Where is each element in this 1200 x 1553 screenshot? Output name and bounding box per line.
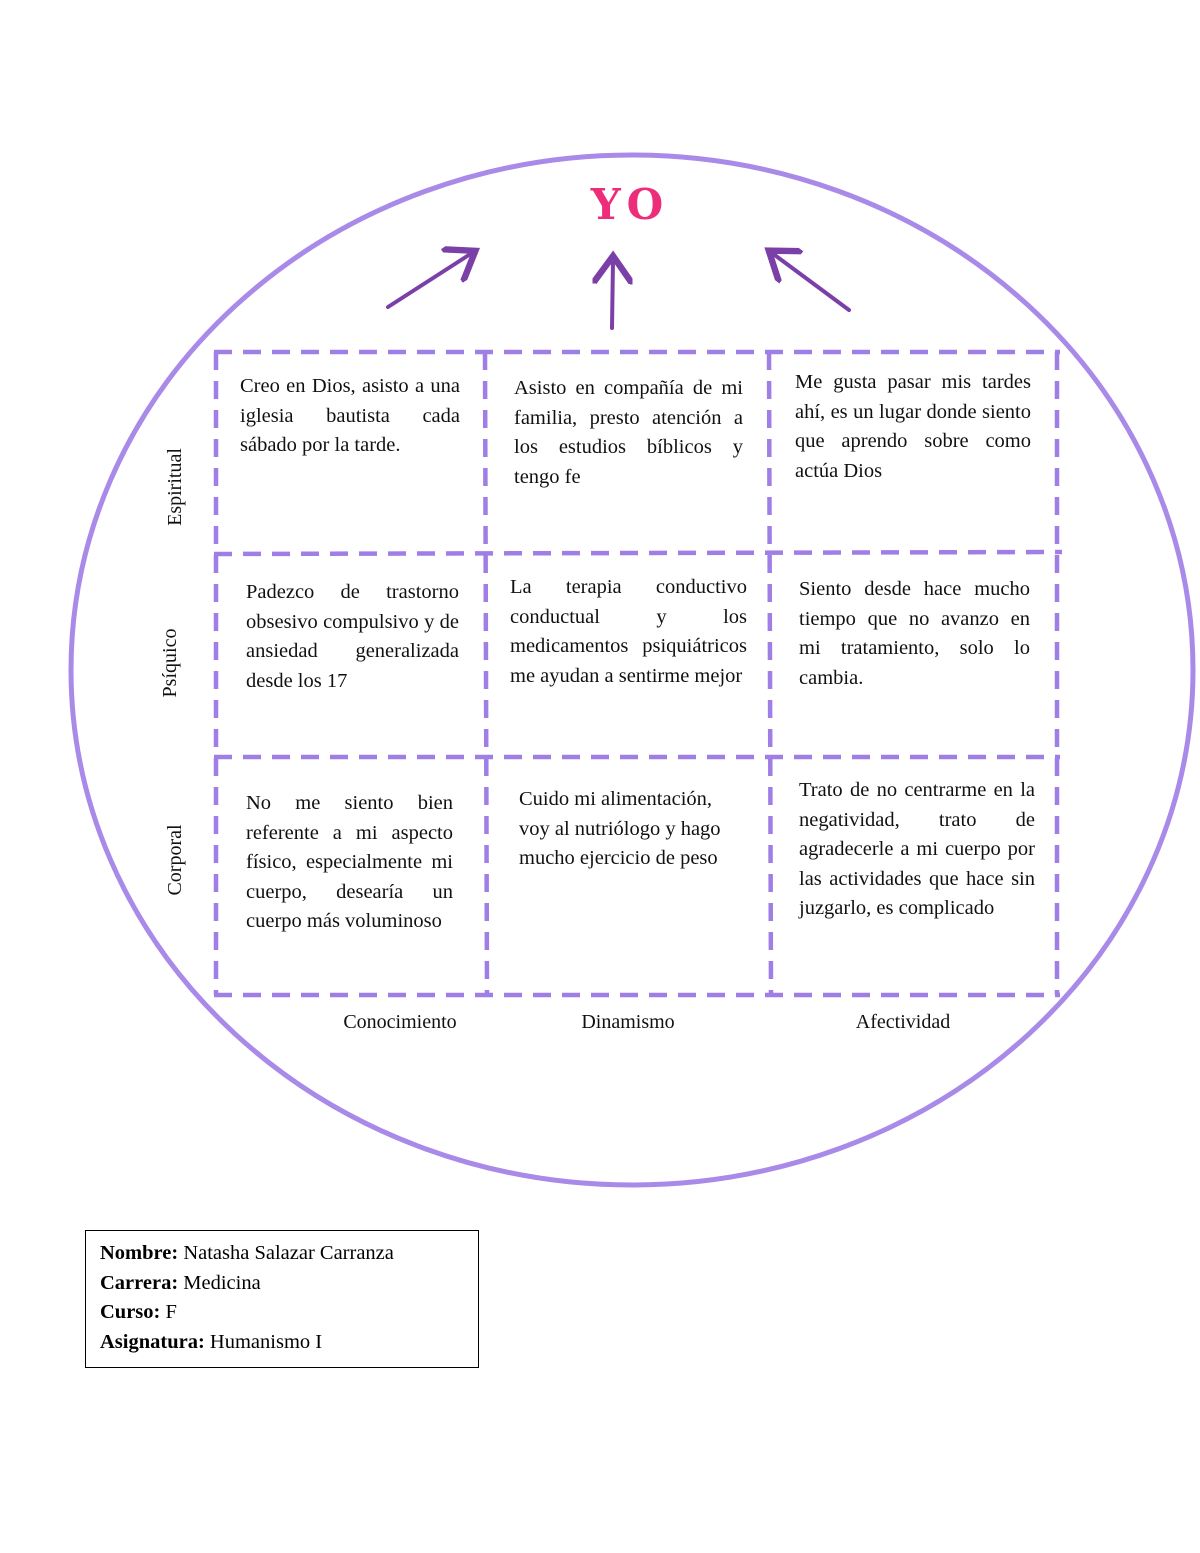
- info-curso-label: Curso:: [100, 1301, 161, 1323]
- col-label-afectividad: Afectividad: [855, 1011, 951, 1033]
- arrow-left: [386, 253, 472, 309]
- info-nombre-value: Natasha Salazar Carranza: [183, 1242, 394, 1264]
- cell-psiquico-afectividad: Siento desde hace mucho tiempo que no av…: [799, 578, 1030, 689]
- info-asignatura: Asignatura: Humanismo I: [100, 1328, 464, 1358]
- info-nombre-label: Nombre:: [100, 1242, 179, 1264]
- cell-psiquico-dinamismo: La terapia conductivo conductual y los m…: [510, 576, 747, 687]
- matrix-grid: [213, 349, 1063, 998]
- info-nombre: Nombre: Natasha Salazar Carranza: [100, 1239, 464, 1269]
- info-curso: Curso: F: [100, 1298, 464, 1328]
- cell-corporal-dinamismo: Cuido mi alimentación, voy al nutriólogo…: [519, 788, 721, 869]
- info-asignatura-label: Asignatura:: [100, 1330, 205, 1353]
- row-label-corporal: Corporal: [164, 824, 186, 896]
- arrow-center: [612, 260, 613, 330]
- diagram-title: YO: [590, 180, 670, 229]
- grid-line-col1: [482, 351, 490, 996]
- info-carrera-value: Medicina: [183, 1271, 261, 1294]
- info-carrera-label: Carrera:: [100, 1271, 179, 1294]
- arrow-right: [772, 253, 851, 312]
- cell-espiritual-dinamismo: Asisto en compañía de mi familia, presto…: [514, 377, 743, 488]
- grid-line-row1: [213, 549, 1063, 557]
- info-asignatura-value: Humanismo I: [209, 1330, 323, 1353]
- cell-corporal-afectividad: Trato de no centrarme en la negatividad,…: [799, 779, 1035, 919]
- col-label-dinamismo: Dinamismo: [581, 1011, 675, 1033]
- student-info-box: Nombre: Natasha Salazar Carranza Carrera…: [85, 1230, 479, 1368]
- cell-psiquico-conocimiento: Padezco de trastorno obsesivo compulsivo…: [246, 581, 459, 692]
- outer-circle: [68, 152, 1196, 1188]
- cell-espiritual-afectividad: Me gusta pasar mis tardes ahí, es un lug…: [795, 371, 1031, 482]
- cell-corporal-conocimiento: No me siento bien referente a mi aspecto…: [246, 792, 453, 932]
- grid-line-col2: [766, 351, 774, 996]
- info-carrera: Carrera: Medicina: [100, 1269, 464, 1299]
- row-label-espiritual: Espiritual: [164, 448, 186, 526]
- cell-espiritual-conocimiento: Creo en Dios, asisto a una iglesia bauti…: [240, 375, 460, 456]
- col-label-conocimiento: Conocimiento: [343, 1011, 457, 1033]
- row-label-psiquico: Psíquico: [159, 628, 181, 698]
- info-curso-value: F: [165, 1301, 177, 1323]
